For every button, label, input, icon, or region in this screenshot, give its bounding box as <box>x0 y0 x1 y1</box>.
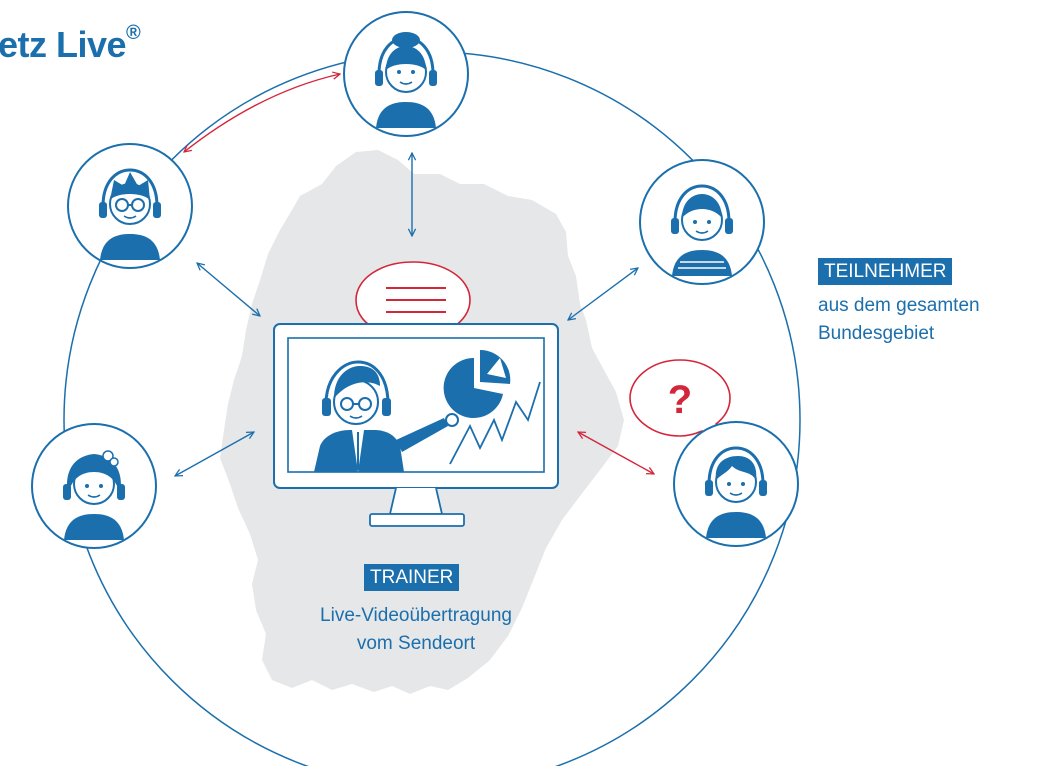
pie-chart-icon <box>443 349 511 418</box>
arrow-trainer-right-upper <box>568 268 638 320</box>
trainer-line1: Live-Videoübertragung <box>320 605 512 626</box>
trainer-caption: Live-Videoübertragung vom Sendeort <box>262 602 570 658</box>
participant-lower-left <box>31 423 157 549</box>
participants-line2: Bundesgebiet <box>818 323 935 344</box>
question-mark: ? <box>668 378 692 422</box>
trainer-line2: vom Sendeort <box>356 633 476 654</box>
arrow-participants-top <box>184 74 340 152</box>
trainer-badge: TRAINER <box>364 564 460 591</box>
question-bubble-icon: ? <box>629 359 731 442</box>
line-chart-icon <box>449 381 541 465</box>
participants-caption: aus dem gesamten Bundesgebiet <box>818 292 980 348</box>
participant-upper-right <box>639 159 765 285</box>
participants-line1: aus dem gesamten <box>818 295 980 316</box>
connection-arrows <box>175 74 654 476</box>
participant-lower-right <box>673 421 799 547</box>
arrow-trainer-left-lower <box>175 432 254 476</box>
page-title: etz Live® <box>0 22 141 65</box>
participant-upper-left <box>67 143 193 269</box>
monitor-icon <box>273 323 559 527</box>
trainer-figure <box>314 360 459 472</box>
participant-top <box>343 11 469 137</box>
arrow-trainer-right-lower <box>578 432 654 474</box>
arrow-trainer-left-upper <box>197 263 260 316</box>
participants-badge: TEILNEHMER <box>818 258 953 285</box>
